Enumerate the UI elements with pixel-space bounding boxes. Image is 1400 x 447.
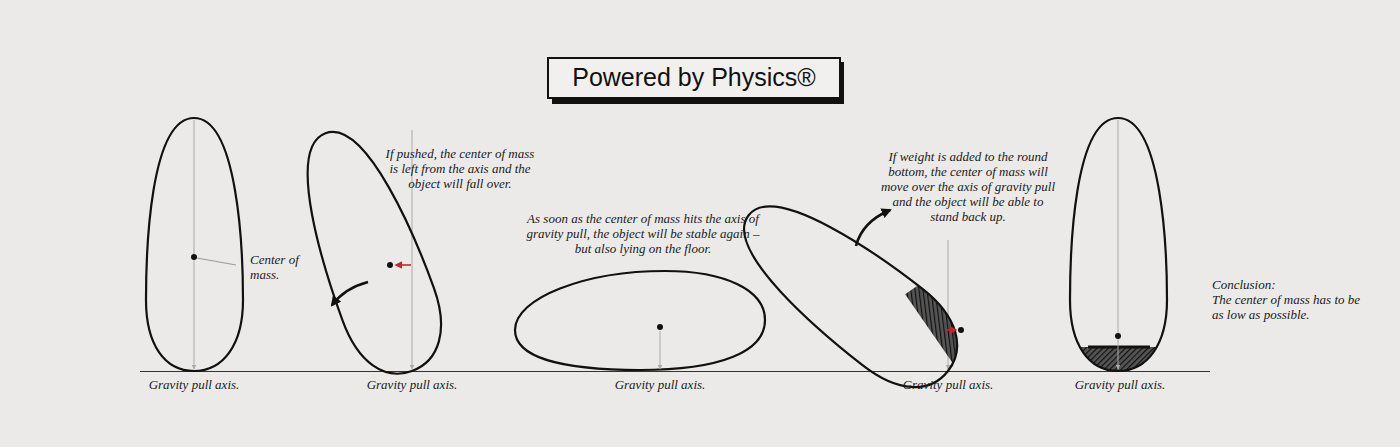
added-weight xyxy=(888,269,1004,378)
egg-upright xyxy=(146,118,243,371)
bottom-weight xyxy=(1064,347,1174,377)
axis-label: Gravity pull axis. xyxy=(590,377,730,392)
egg-weighted-upright xyxy=(1064,118,1174,377)
note-text: Conclusion: xyxy=(1212,277,1372,292)
title-box xyxy=(548,58,840,98)
axis-label: Gravity pull axis. xyxy=(1050,377,1190,392)
note-text: If pushed, the center of mass is left fr… xyxy=(380,146,540,191)
callout-label: Center of mass. xyxy=(250,252,312,282)
axis-label: Gravity pull axis. xyxy=(878,377,1018,392)
note-text: As soon as the center of mass hits the a… xyxy=(520,211,766,256)
egg-lying xyxy=(515,271,765,370)
title-text: Powered by Physics® xyxy=(548,63,840,92)
note-text: If weight is added to the round bottom, … xyxy=(880,149,1056,224)
note-text: The center of mass has to be as low as p… xyxy=(1212,292,1372,322)
axis-label: Gravity pull axis. xyxy=(124,377,264,392)
axis-label: Gravity pull axis. xyxy=(342,377,482,392)
ground-line xyxy=(140,371,1210,372)
